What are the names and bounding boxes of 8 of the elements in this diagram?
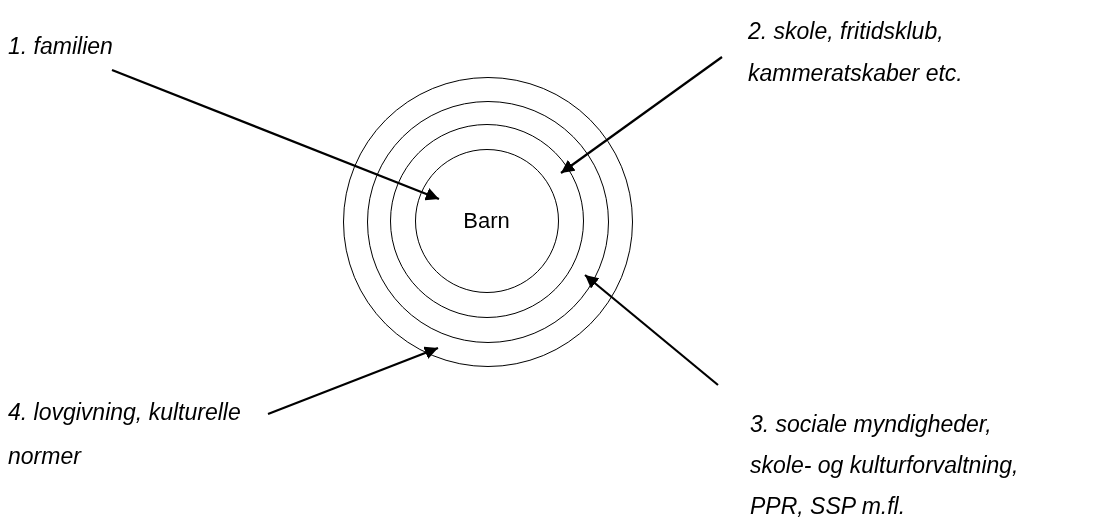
text-label: 1. familien — [8, 26, 168, 66]
text-label: 3. sociale myndigheder, skole- og kulturforvaltning, PPR, SSP m.fl. — [750, 404, 1050, 527]
text-label: 4. lovgivning, kulturelle normer — [8, 390, 266, 478]
arrow — [267, 346, 439, 416]
text-label: 2. skole, fritidsklub, kammeratskaber etc. — [748, 10, 1048, 94]
arrow — [560, 56, 723, 174]
arrow — [111, 68, 440, 201]
arrow — [584, 274, 719, 386]
